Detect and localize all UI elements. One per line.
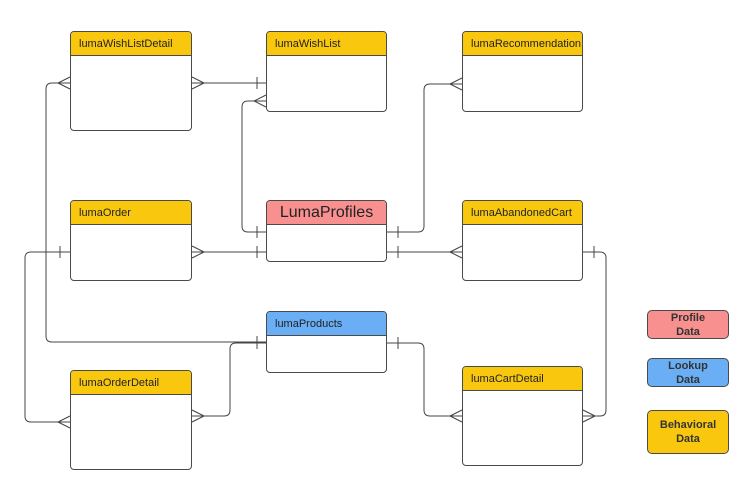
entity-title: lumaWishList — [267, 32, 386, 56]
crowfoot-many — [253, 94, 267, 108]
entity-title: lumaWishListDetail — [71, 32, 191, 56]
legend-behavioral-data: Behavioral Data — [647, 410, 729, 454]
entity-luma-order-detail[interactable]: lumaOrderDetail — [70, 370, 192, 470]
entity-luma-abandoned-cart[interactable]: lumaAbandonedCart — [462, 200, 583, 281]
link-wishlist-profiles — [241, 100, 266, 233]
crowfoot-many — [191, 76, 205, 90]
entity-luma-profiles[interactable]: LumaProfiles — [266, 200, 387, 262]
legend-lookup-data: Lookup Data — [647, 358, 729, 387]
entity-title: lumaRecommendation — [463, 32, 582, 56]
link-abandonedcart-cartdetail — [583, 251, 607, 417]
entity-title: lumaCartDetail — [463, 367, 582, 391]
legend-label: Lookup Data — [668, 359, 708, 386]
link-products-wishlistdetail — [45, 82, 266, 343]
link-profiles-recommendation — [387, 83, 462, 233]
legend-profile-data: Profile Data — [647, 310, 729, 339]
crowfoot-many — [449, 245, 463, 259]
link-products-cartdetail — [387, 342, 462, 417]
entity-title: LumaProfiles — [267, 201, 386, 225]
link-order-orderdetail — [24, 251, 70, 423]
legend-label: Behavioral Data — [659, 419, 717, 445]
crowfoot-many — [449, 77, 463, 91]
legend-label: Profile Data — [670, 311, 706, 338]
crowfoot-many — [191, 245, 205, 259]
crowfoot-many — [191, 409, 205, 423]
entity-luma-cart-detail[interactable]: lumaCartDetail — [462, 366, 583, 466]
entity-title: lumaProducts — [267, 312, 386, 336]
entity-title: lumaAbandonedCart — [463, 201, 582, 225]
crowfoot-many — [449, 409, 463, 423]
entity-luma-order[interactable]: lumaOrder — [70, 200, 192, 281]
entity-luma-wishlist-detail[interactable]: lumaWishListDetail — [70, 31, 192, 131]
crowfoot-many — [57, 415, 71, 429]
entity-luma-recommendation[interactable]: lumaRecommendation — [462, 31, 583, 112]
crowfoot-many — [582, 409, 596, 423]
link-products-orderdetail — [192, 342, 266, 417]
entity-title: lumaOrder — [71, 201, 191, 225]
entity-luma-products[interactable]: lumaProducts — [266, 311, 387, 373]
crowfoot-many — [57, 76, 71, 90]
entity-luma-wishlist[interactable]: lumaWishList — [266, 31, 387, 112]
entity-title: lumaOrderDetail — [71, 371, 191, 395]
